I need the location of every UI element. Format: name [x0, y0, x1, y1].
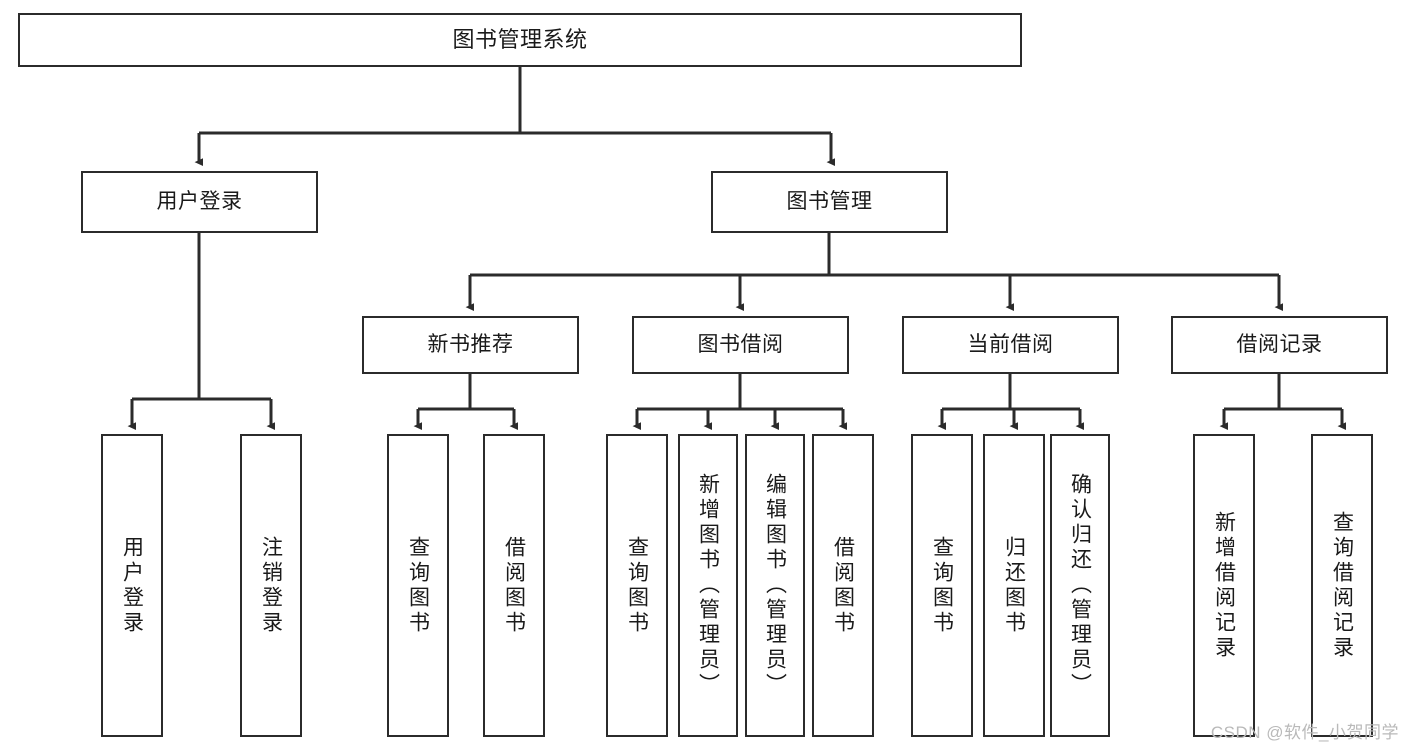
leaf-query-book-2[interactable]: 查询图书	[606, 434, 668, 737]
leaf-edit-book-label: 编辑图书（管理员）	[763, 473, 787, 698]
leaf-borrow-book-1-label: 借阅图书	[502, 535, 526, 636]
leaf-logout[interactable]: 注销登录	[240, 434, 302, 737]
node-new-book-rec[interactable]: 新书推荐	[362, 316, 579, 374]
node-user-login-label: 用户登录	[156, 190, 243, 214]
leaf-return-book[interactable]: 归还图书	[983, 434, 1045, 737]
leaf-logout-label: 注销登录	[259, 535, 283, 636]
leaf-borrow-book-2[interactable]: 借阅图书	[812, 434, 874, 737]
node-current-borrow-label: 当前借阅	[967, 333, 1054, 357]
leaf-query-book-1-label: 查询图书	[406, 535, 430, 636]
node-book-borrow[interactable]: 图书借阅	[632, 316, 849, 374]
leaf-query-book-3-label: 查询图书	[930, 535, 954, 636]
node-root-label: 图书管理系统	[452, 26, 588, 52]
node-user-login[interactable]: 用户登录	[81, 171, 318, 233]
leaf-confirm-return[interactable]: 确认归还（管理员）	[1050, 434, 1110, 737]
leaf-user-login-label: 用户登录	[120, 535, 144, 636]
node-borrow-record-label: 借阅记录	[1236, 333, 1323, 357]
leaf-query-book-2-label: 查询图书	[625, 535, 649, 636]
leaf-query-record[interactable]: 查询借阅记录	[1311, 434, 1373, 737]
leaf-edit-book[interactable]: 编辑图书（管理员）	[745, 434, 805, 737]
node-book-manage-label: 图书管理	[786, 190, 873, 214]
node-book-manage[interactable]: 图书管理	[711, 171, 948, 233]
node-borrow-record[interactable]: 借阅记录	[1171, 316, 1388, 374]
leaf-query-record-label: 查询借阅记录	[1330, 510, 1354, 661]
leaf-query-book-1[interactable]: 查询图书	[387, 434, 449, 737]
node-book-borrow-label: 图书借阅	[697, 333, 784, 357]
leaf-borrow-book-1[interactable]: 借阅图书	[483, 434, 545, 737]
leaf-return-book-label: 归还图书	[1002, 535, 1026, 636]
leaf-user-login[interactable]: 用户登录	[101, 434, 163, 737]
leaf-add-record-label: 新增借阅记录	[1212, 510, 1236, 661]
node-new-book-rec-label: 新书推荐	[427, 333, 514, 357]
leaf-confirm-return-label: 确认归还（管理员）	[1068, 473, 1092, 698]
leaf-add-book[interactable]: 新增图书（管理员）	[678, 434, 738, 737]
leaf-add-record[interactable]: 新增借阅记录	[1193, 434, 1255, 737]
node-current-borrow[interactable]: 当前借阅	[902, 316, 1119, 374]
leaf-borrow-book-2-label: 借阅图书	[831, 535, 855, 636]
leaf-add-book-label: 新增图书（管理员）	[696, 473, 720, 698]
csdn-watermark: CSDN @软件_小贺同学	[1210, 723, 1399, 742]
node-root[interactable]: 图书管理系统	[18, 13, 1022, 67]
leaf-query-book-3[interactable]: 查询图书	[911, 434, 973, 737]
